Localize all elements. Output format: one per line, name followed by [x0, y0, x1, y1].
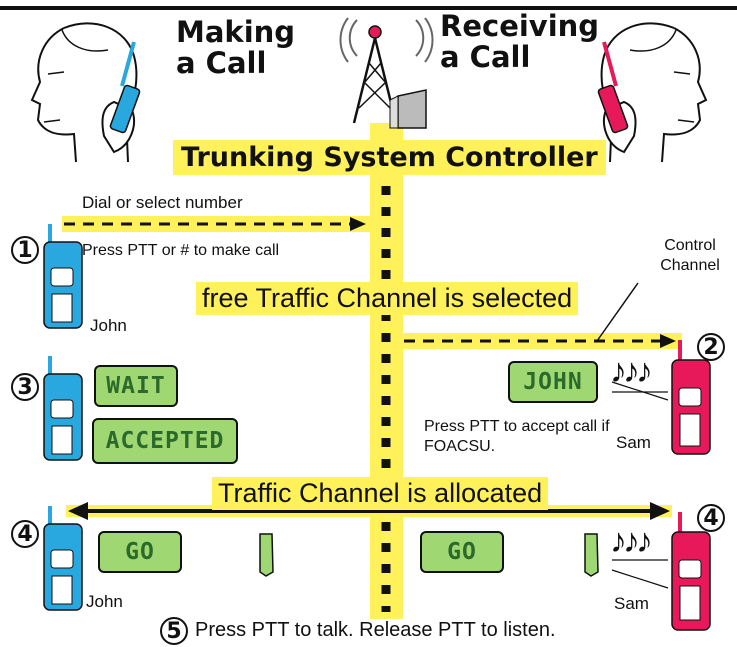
receiving-a-call-title: Receiving a Call — [440, 9, 600, 74]
blue-radio-icon — [43, 356, 83, 461]
step-4-number-left: 4 — [11, 520, 39, 548]
blue-radio-icon — [43, 224, 83, 329]
caller-name-step4: John — [86, 592, 123, 611]
trunking-system-controller-banner: Trunking System Controller — [173, 140, 606, 175]
lcd-display-wait: WAIT — [94, 365, 178, 407]
step-1-number: 1 — [11, 236, 39, 264]
person-with-red-radio-icon — [597, 22, 708, 163]
sound-line — [611, 569, 669, 589]
dial-instruction: Dial or select number — [82, 193, 243, 212]
step-2-number: 2 — [697, 333, 725, 361]
callee-name-step4: Sam — [614, 594, 649, 613]
lcd-display-go-left: GO — [98, 531, 182, 573]
caller-name-step1: John — [90, 316, 127, 335]
lcd-display-accepted: ACCEPTED — [92, 418, 238, 464]
free-traffic-channel-banner: free Traffic Channel is selected — [196, 282, 579, 315]
person-with-blue-radio-icon — [30, 22, 141, 163]
antenna-tower-icon — [339, 17, 434, 129]
music-notes-icon: ♪♪♪ — [610, 522, 653, 560]
phone-screen-icon — [584, 533, 599, 577]
step-5-number: 5 — [160, 617, 188, 645]
traffic-channel-allocated-banner: Traffic Channel is allocated — [212, 477, 549, 510]
accept-call-instruction: Press PTT to accept call if FOACSU. — [424, 418, 610, 455]
talk-listen-instruction: Press PTT to talk. Release PTT to listen… — [195, 619, 556, 641]
controller-band — [370, 123, 403, 619]
traffic-arrowhead-right — [650, 502, 670, 520]
step-4-number-right: 4 — [697, 504, 725, 532]
blue-radio-icon — [43, 506, 83, 611]
phone-screen-icon — [259, 533, 274, 577]
making-a-call-title: Making a Call — [176, 15, 296, 80]
press-ptt-instruction: Press PTT or # to make call — [82, 242, 280, 259]
control-channel-label: Control Channel — [660, 237, 720, 274]
red-radio-icon — [671, 340, 711, 455]
top-rule — [0, 6, 737, 10]
red-radio-icon — [671, 512, 711, 631]
sound-line — [611, 381, 669, 401]
callee-name-step2: Sam — [616, 433, 651, 452]
control-arrowhead — [660, 334, 676, 348]
step-3-number: 3 — [11, 373, 39, 401]
lcd-display-go-right: GO — [420, 531, 504, 573]
dial-arrowhead — [350, 217, 366, 231]
music-notes-icon: ♪♪♪ — [610, 352, 653, 390]
control-channel-pointer — [596, 282, 639, 342]
lcd-display-john: JOHN — [508, 361, 598, 403]
traffic-arrowhead-left — [68, 502, 88, 520]
